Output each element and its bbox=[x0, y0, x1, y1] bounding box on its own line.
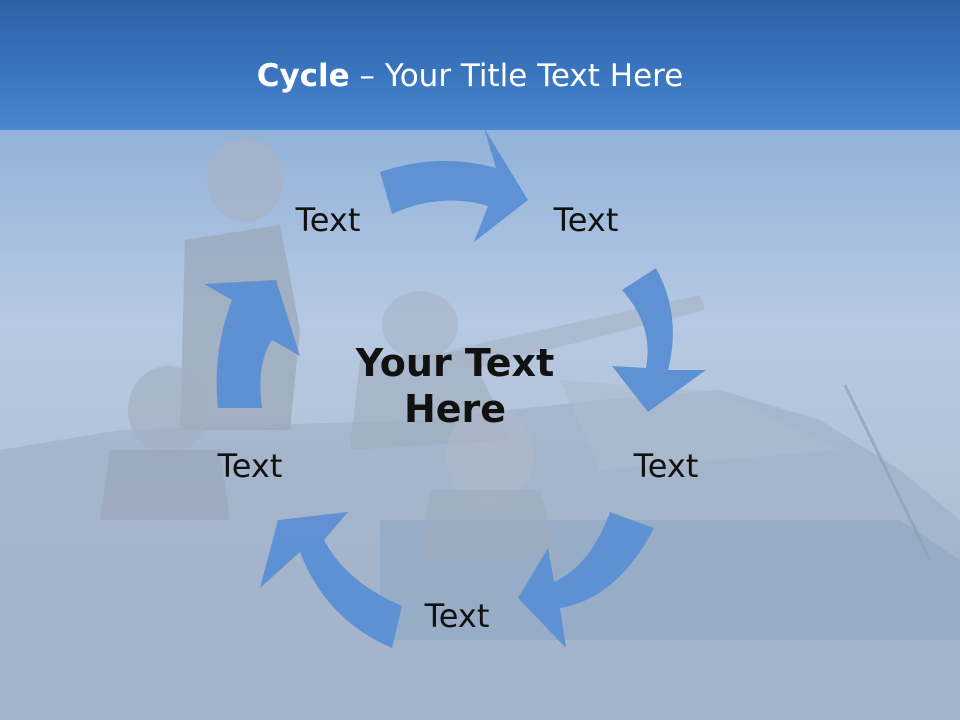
cycle-label-top-right[interactable]: Text bbox=[553, 201, 619, 239]
cycle-arrow-top bbox=[380, 128, 528, 242]
title-bold: Cycle bbox=[256, 58, 350, 94]
cycle-label-bottom[interactable]: Text bbox=[424, 597, 490, 635]
slide-title[interactable]: Cycle – Your Title Text Here bbox=[0, 56, 940, 96]
title-rest: – Your Title Text Here bbox=[349, 58, 684, 94]
cycle-arrow-left bbox=[204, 280, 300, 408]
cycle-label-left[interactable]: Text bbox=[217, 447, 283, 485]
cycle-label-top-left[interactable]: Text bbox=[295, 201, 361, 239]
cycle-arrow-upper-right bbox=[612, 268, 706, 412]
title-band bbox=[0, 0, 960, 130]
center-text-box[interactable]: Your Text Here bbox=[330, 340, 580, 432]
cycle-arrow-bottom bbox=[260, 512, 402, 648]
center-text-line1: Your Text bbox=[355, 341, 555, 385]
cycle-label-right[interactable]: Text bbox=[633, 447, 699, 485]
cycle-arrow-lower-right bbox=[518, 512, 654, 648]
center-text-line2: Here bbox=[403, 387, 507, 431]
